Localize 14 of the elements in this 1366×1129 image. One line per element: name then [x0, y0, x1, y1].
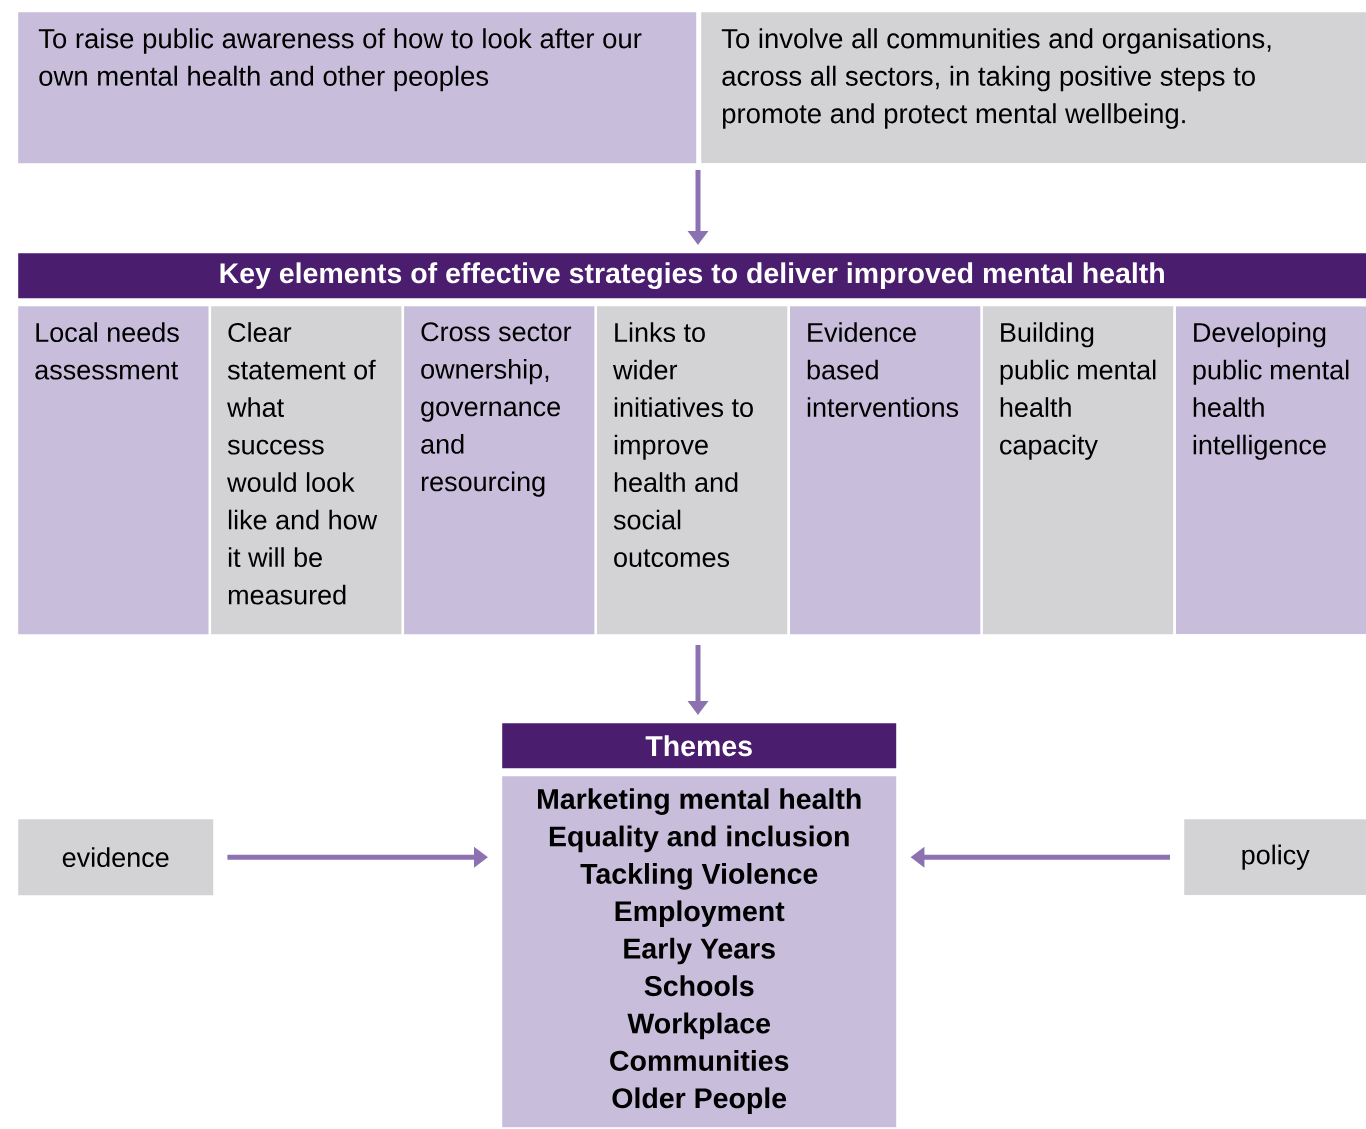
element-column: Evidence based interventions [790, 306, 981, 635]
element-column: Links to wider initiatives to improve health and social outcomes [597, 306, 788, 635]
statement-box: To involve all communities and organisations, across all sectors, in taking positive steps to promote and protect mental wellbeing. [701, 12, 1366, 164]
element-column: Building public mental health capacity [982, 306, 1174, 635]
themes-list-box: Marketing mental health Equality and inclusion Tackling Violence Employment Early Years Schools Workplace Communities Older People [502, 776, 897, 1128]
header-band: Key elements of effective strategies to deliver improved mental health [18, 253, 1366, 299]
element-column: Cross sector ownership, governance and resourcing [404, 306, 595, 635]
element-column: Local needs assessment [18, 306, 209, 635]
header-band: Themes [502, 723, 897, 769]
input-box: policy [1184, 819, 1366, 896]
element-column: Clear statement of what success would look like and how it will be measured [211, 306, 402, 635]
element-column: Developing public mental health intelligence [1175, 306, 1366, 635]
statement-box: To raise public awareness of how to look after our own mental health and other peoples [18, 12, 697, 164]
input-box: evidence [18, 819, 214, 896]
